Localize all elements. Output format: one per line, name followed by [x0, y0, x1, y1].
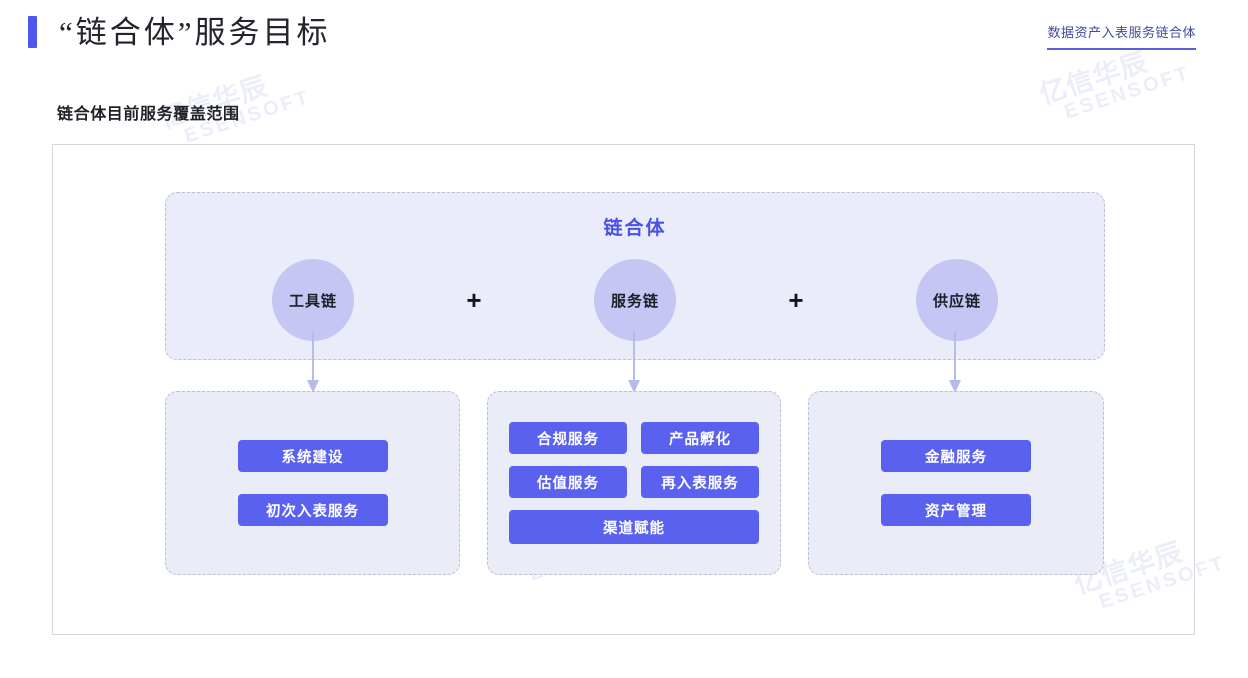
chain-node-slot: 服务链 [545, 259, 725, 341]
page-title: “链合体”服务目标 [28, 16, 331, 48]
chain-node-slot: 工具链 [223, 259, 403, 341]
item-financial-service[interactable]: 金融服务 [881, 440, 1031, 472]
chain-node-service[interactable]: 服务链 [594, 259, 676, 341]
plus-operator-1: + [466, 285, 482, 315]
item-first-listing-service[interactable]: 初次入表服务 [237, 494, 388, 526]
item-product-incubation[interactable]: 产品孵化 [641, 422, 759, 454]
item-system-construction[interactable]: 系统建设 [237, 440, 388, 472]
title-text: “链合体”服务目标 [59, 14, 331, 50]
panel-service-chain: 合规服务 产品孵化 估值服务 再入表服务 渠道赋能 [487, 391, 781, 575]
arrow-down-icon [947, 331, 963, 395]
panel-service-chain-items: 合规服务 产品孵化 估值服务 再入表服务 渠道赋能 [509, 422, 759, 544]
plus-operator-2: + [788, 285, 804, 315]
corner-tag: 数据资产入表服务链合体 [1047, 22, 1196, 50]
chain-union-title: 链合体 [603, 218, 667, 239]
item-valuation-service[interactable]: 估值服务 [509, 466, 627, 498]
title-accent-bar [28, 16, 37, 48]
diagram-frame [52, 144, 1195, 635]
arrow-down-icon [626, 331, 642, 395]
item-asset-management[interactable]: 资产管理 [881, 494, 1031, 526]
arrow-down-icon [305, 331, 321, 395]
chain-node-row: 工具链 + 服务链 + 供应链 [166, 255, 1104, 345]
service-row-2: 估值服务 再入表服务 [509, 466, 759, 498]
chain-node-supply[interactable]: 供应链 [916, 259, 998, 341]
item-channel-empowerment[interactable]: 渠道赋能 [509, 510, 759, 544]
panel-supply-chain: 金融服务 资产管理 [808, 391, 1104, 575]
chain-node-tools[interactable]: 工具链 [272, 259, 354, 341]
corner-tag-underline [1047, 48, 1196, 50]
slide-header: “链合体”服务目标 数据资产入表服务链合体 [0, 0, 1248, 80]
section-subtitle: 链合体目前服务覆盖范围 [57, 106, 240, 123]
item-re-listing-service[interactable]: 再入表服务 [641, 466, 759, 498]
service-row-1: 合规服务 产品孵化 [509, 422, 759, 454]
item-compliance-service[interactable]: 合规服务 [509, 422, 627, 454]
panel-tool-chain-items: 系统建设 初次入表服务 [237, 440, 388, 526]
panel-supply-chain-items: 金融服务 资产管理 [881, 440, 1031, 526]
corner-tag-label: 数据资产入表服务链合体 [1047, 25, 1196, 40]
panel-tool-chain: 系统建设 初次入表服务 [165, 391, 460, 575]
chain-node-slot: 供应链 [867, 259, 1047, 341]
